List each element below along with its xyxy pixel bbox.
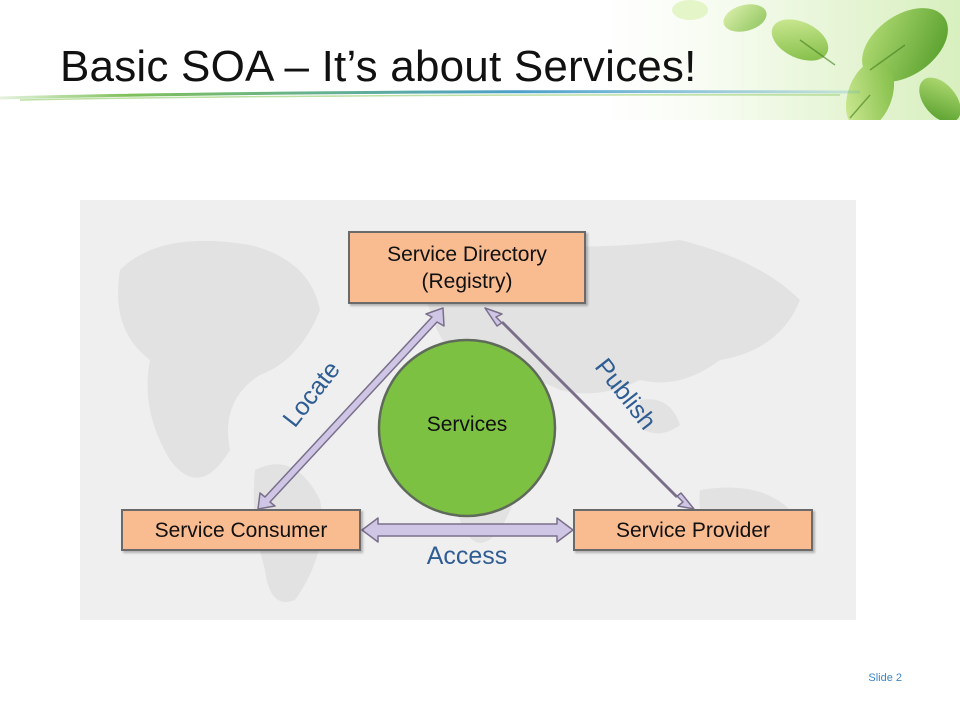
service-consumer-box: Service Consumer [121,509,361,551]
services-label: Services [426,413,508,436]
services-circle [377,338,557,518]
slide-number: Slide 2 [868,672,902,684]
service-directory-box: Service Directory (Registry) [348,231,586,304]
access-arrow [361,517,574,543]
service-provider-label: Service Provider [615,518,771,542]
access-label: Access [426,542,508,570]
service-provider-box: Service Provider [573,509,813,551]
leaves-decoration [560,0,960,120]
title-underline [0,90,860,101]
service-directory-label: Service Directory (Registry) [387,242,547,293]
slide-title: Basic SOA – It’s about Services! [60,42,697,91]
service-consumer-label: Service Consumer [154,518,328,542]
